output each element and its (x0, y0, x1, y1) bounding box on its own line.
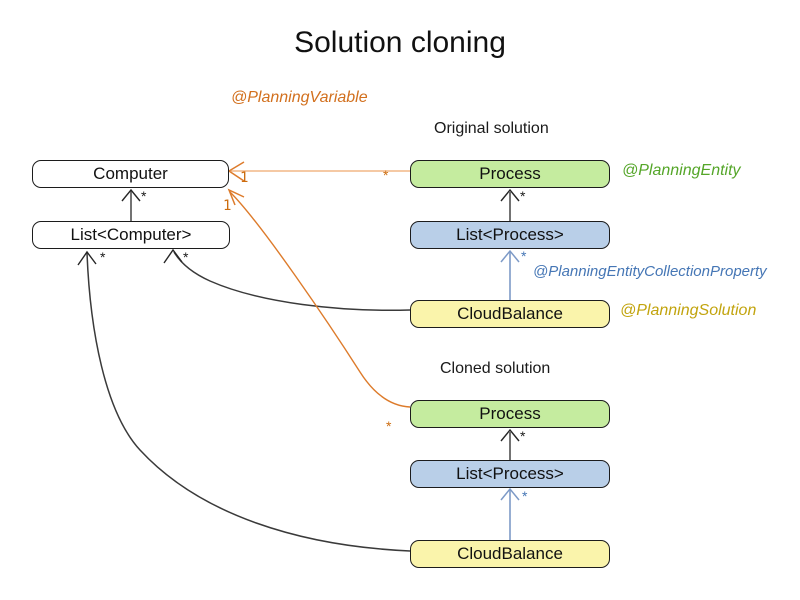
multiplicity-one-computer-cloned: 1 (223, 198, 232, 214)
multiplicity-star-listprocess-process-original: * (520, 188, 526, 204)
planning-variable-annotation: @PlanningVariable (231, 89, 368, 106)
multiplicity-star-process-original-computer: * (383, 167, 389, 183)
listprocess-to-process-arrowhead-cloned (500, 428, 520, 442)
cloud-balance-box-original: CloudBalance (410, 300, 610, 328)
process-box-cloned: Process (410, 400, 610, 428)
multiplicity-star-cloudbalance-listprocess-cloned: * (522, 488, 528, 504)
planning-solution-annotation: @PlanningSolution (620, 302, 757, 319)
original-solution-heading: Original solution (434, 120, 549, 137)
list-process-box-cloned: List<Process> (410, 460, 610, 488)
cloudbalance-original-to-listcomputer-curve (173, 251, 411, 312)
multiplicity-one-computer-original: 1 (240, 170, 249, 186)
computer-box: Computer (32, 160, 229, 188)
process-cloned-to-computer-arrowhead (227, 188, 245, 206)
process-original-to-computer-arrowhead (227, 161, 245, 182)
list-computer-box: List<Computer> (32, 221, 230, 249)
cloudbalance-cloned-to-listcomputer-arrowhead (77, 250, 97, 266)
list-process-box-original: List<Process> (410, 221, 610, 249)
multiplicity-star-listcomputer-computer: * (141, 188, 147, 204)
cloudbalance-to-listprocess-arrowhead-original (500, 249, 520, 263)
cloudbalance-to-listprocess-arrowhead-cloned (500, 487, 520, 501)
planning-entity-annotation: @PlanningEntity (622, 162, 741, 179)
listcomputer-to-computer-arrowhead (121, 188, 141, 202)
planning-entity-collection-property-annotation: @PlanningEntityCollectionProperty (533, 263, 767, 280)
cloudbalance-original-to-listcomputer-arrowhead (163, 248, 183, 264)
multiplicity-star-process-cloned-computer: * (386, 418, 392, 434)
process-cloned-to-computer-curve (229, 191, 411, 408)
listprocess-to-process-arrowhead-original (500, 188, 520, 202)
multiplicity-star-cloudbalance-listprocess-original: * (521, 248, 527, 264)
cloudbalance-cloned-to-listcomputer-curve (86, 252, 411, 552)
multiplicity-star-listprocess-process-cloned: * (520, 428, 526, 444)
multiplicity-star-cloudbalance-cloned-listcomputer: * (100, 249, 106, 265)
diagram-title: Solution cloning (294, 26, 506, 59)
cloned-solution-heading: Cloned solution (440, 360, 551, 377)
multiplicity-star-cloudbalance-original-listcomputer: * (183, 249, 189, 265)
cloud-balance-box-cloned: CloudBalance (410, 540, 610, 568)
process-box-original: Process (410, 160, 610, 188)
